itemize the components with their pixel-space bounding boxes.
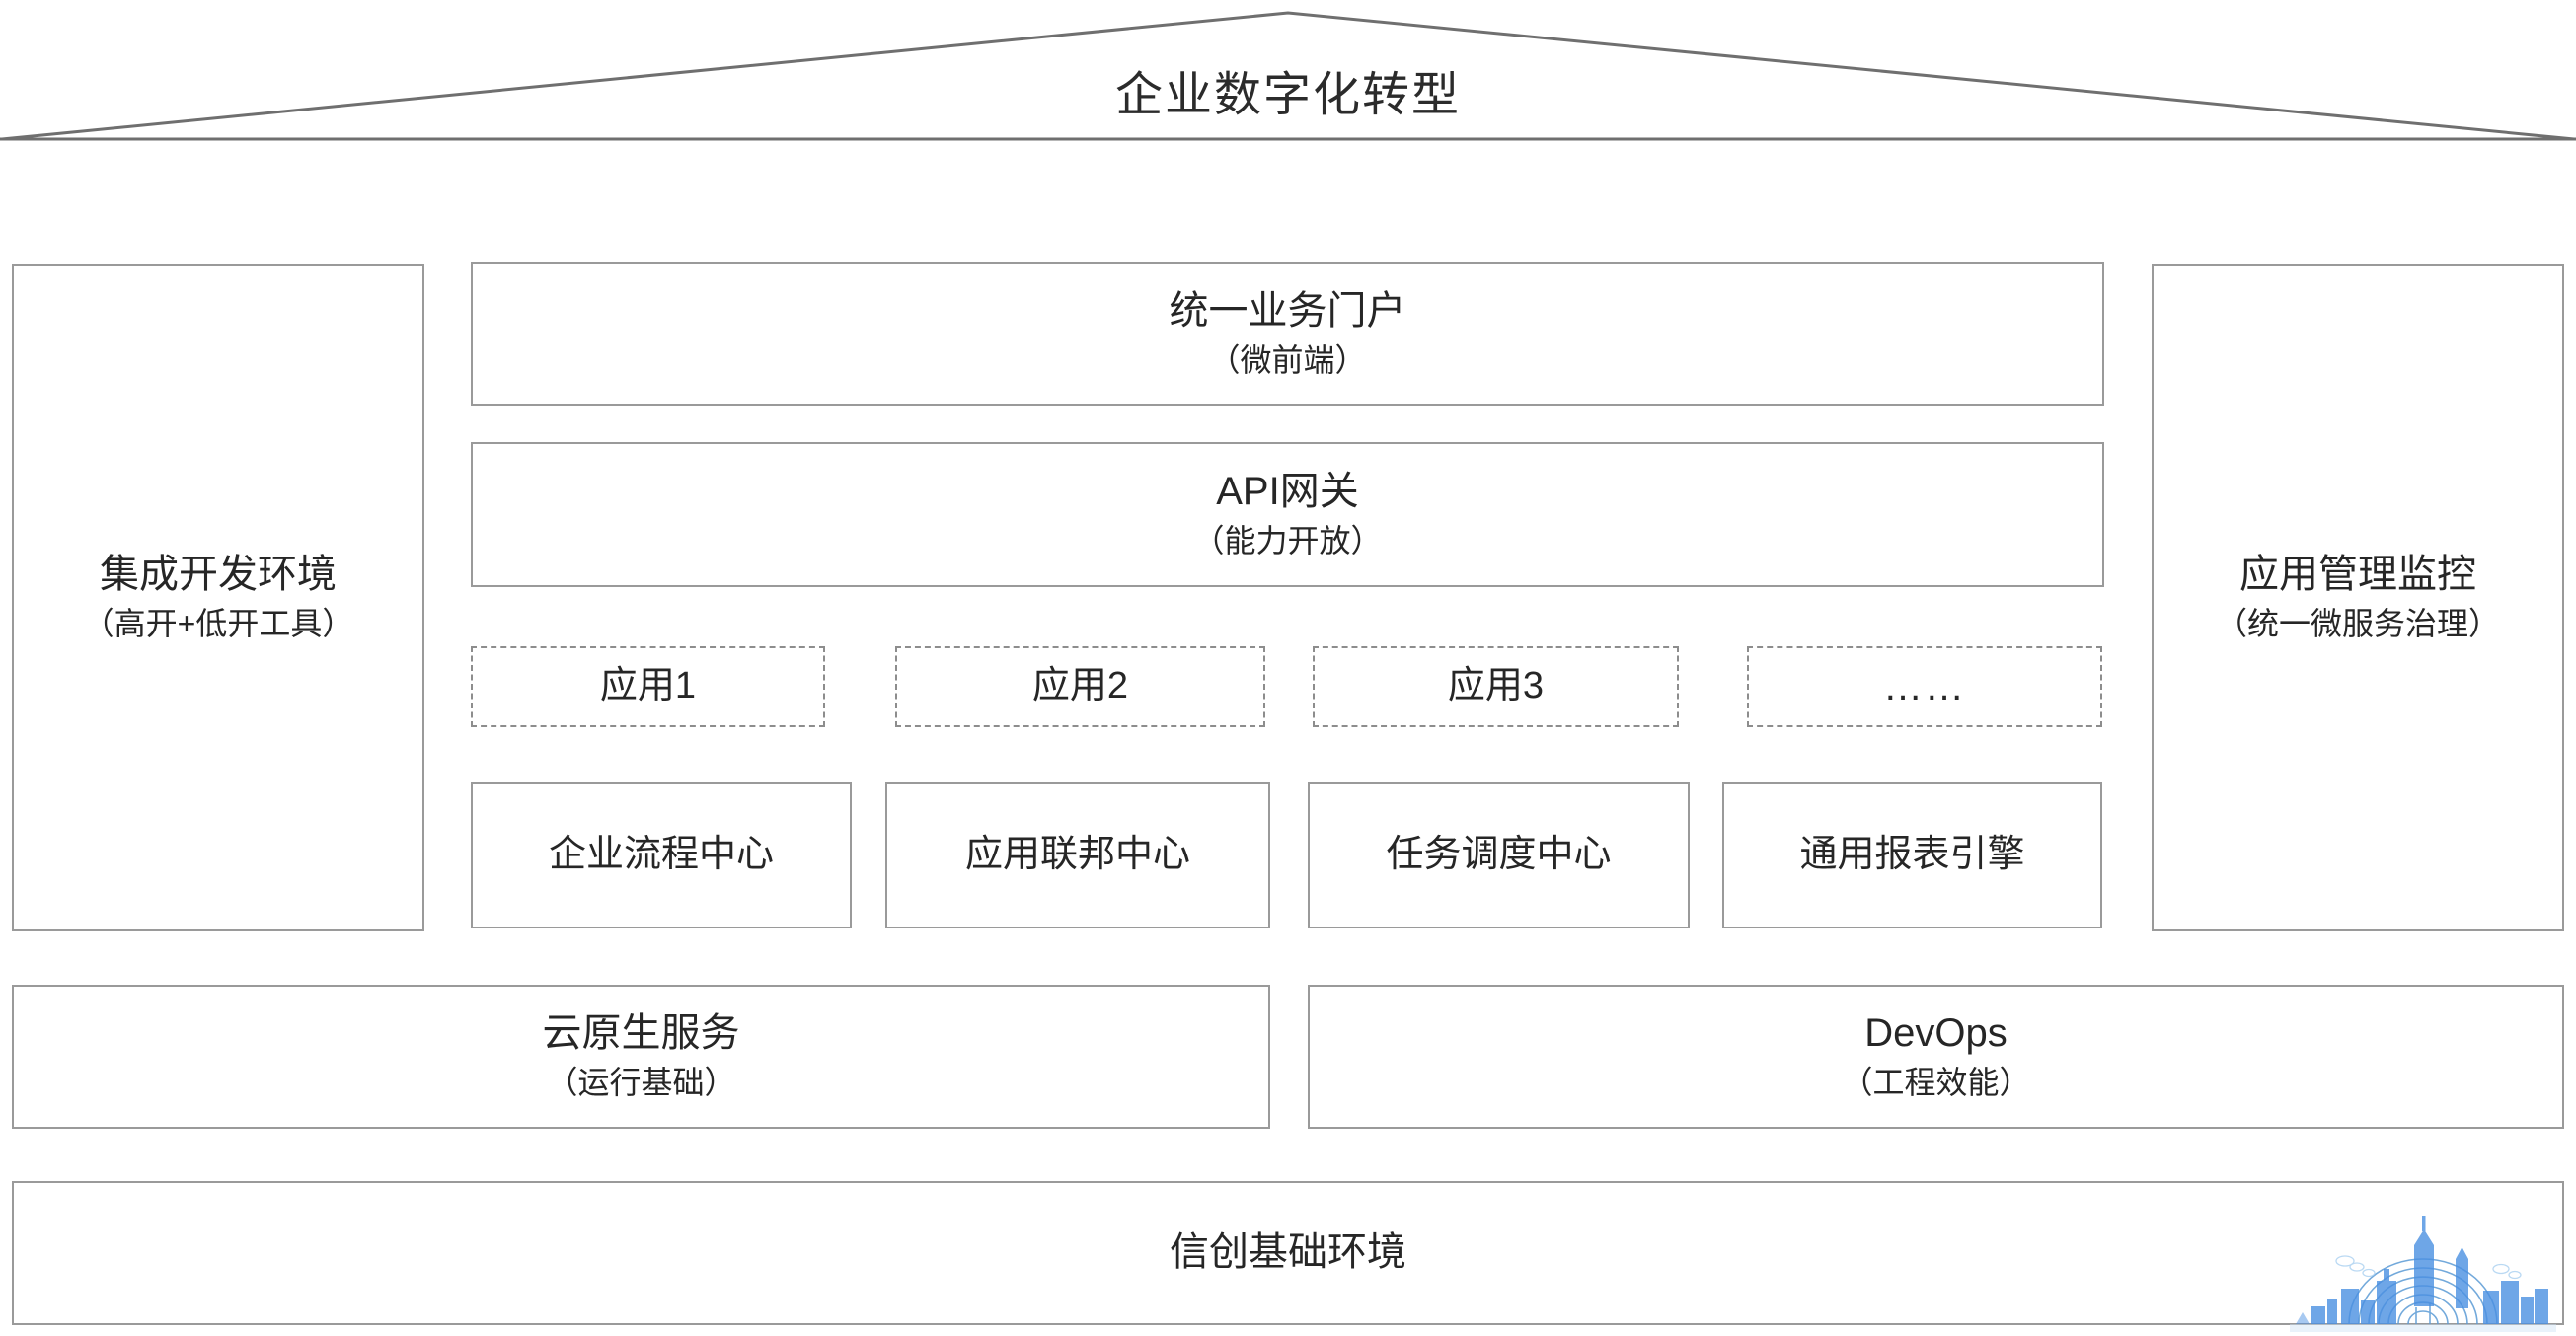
application-box[interactable]: 应用2 bbox=[895, 646, 1265, 727]
service-center-label: 任务调度中心 bbox=[1386, 834, 1612, 876]
pillar-integrated-dev-environment[interactable]: 集成开发环境 （高开+低开工具） bbox=[12, 264, 424, 931]
layer-cloud-native-services[interactable]: 云原生服务 （运行基础） bbox=[12, 985, 1270, 1129]
service-center-box[interactable]: 企业流程中心 bbox=[471, 782, 852, 928]
application-label: 应用2 bbox=[1031, 665, 1129, 707]
pillar-left-title: 集成开发环境 bbox=[100, 553, 337, 597]
layer-xinchuang-foundation[interactable]: 信创基础环境 bbox=[12, 1181, 2564, 1325]
service-center-box[interactable]: 应用联邦中心 bbox=[885, 782, 1270, 928]
service-center-label: 应用联邦中心 bbox=[964, 834, 1190, 876]
devops-title: DevOps bbox=[1864, 1011, 2008, 1056]
application-label: 应用3 bbox=[1447, 665, 1545, 707]
devops-subtitle: （工程效能） bbox=[1841, 1065, 2031, 1100]
service-center-label: 通用报表引擎 bbox=[1799, 834, 2025, 876]
cloud-native-subtitle: （运行基础） bbox=[546, 1065, 736, 1100]
foundation-title: 信创基础环境 bbox=[1170, 1230, 1406, 1275]
page-title: 企业数字化转型 bbox=[1114, 69, 1461, 121]
roof-shape bbox=[0, 11, 2576, 141]
portal-subtitle: （微前端） bbox=[1208, 341, 1367, 378]
pillar-right-title: 应用管理监控 bbox=[2239, 553, 2476, 597]
application-box-more[interactable]: …… bbox=[1747, 646, 2102, 727]
pillar-left-subtitle: （高开+低开工具） bbox=[82, 606, 354, 641]
service-center-box[interactable]: 任务调度中心 bbox=[1308, 782, 1690, 928]
application-box[interactable]: 应用3 bbox=[1313, 646, 1679, 727]
ellipsis-label: …… bbox=[1883, 665, 1966, 708]
layer-api-gateway[interactable]: API网关 （能力开放） bbox=[471, 442, 2104, 587]
application-label: 应用1 bbox=[599, 665, 697, 707]
portal-title: 统一业务门户 bbox=[1169, 288, 1406, 333]
api-gateway-title: API网关 bbox=[1216, 469, 1359, 513]
application-box[interactable]: 应用1 bbox=[471, 646, 825, 727]
layer-devops[interactable]: DevOps （工程效能） bbox=[1308, 985, 2564, 1129]
api-gateway-subtitle: （能力开放） bbox=[1192, 522, 1383, 558]
service-center-label: 企业流程中心 bbox=[548, 834, 774, 876]
pillar-right-subtitle: （统一微服务治理） bbox=[2215, 606, 2500, 641]
service-center-box[interactable]: 通用报表引擎 bbox=[1722, 782, 2102, 928]
cloud-native-title: 云原生服务 bbox=[542, 1011, 740, 1056]
pillar-application-management-monitoring[interactable]: 应用管理监控 （统一微服务治理） bbox=[2152, 264, 2564, 931]
layer-unified-business-portal[interactable]: 统一业务门户 （微前端） bbox=[471, 262, 2104, 406]
